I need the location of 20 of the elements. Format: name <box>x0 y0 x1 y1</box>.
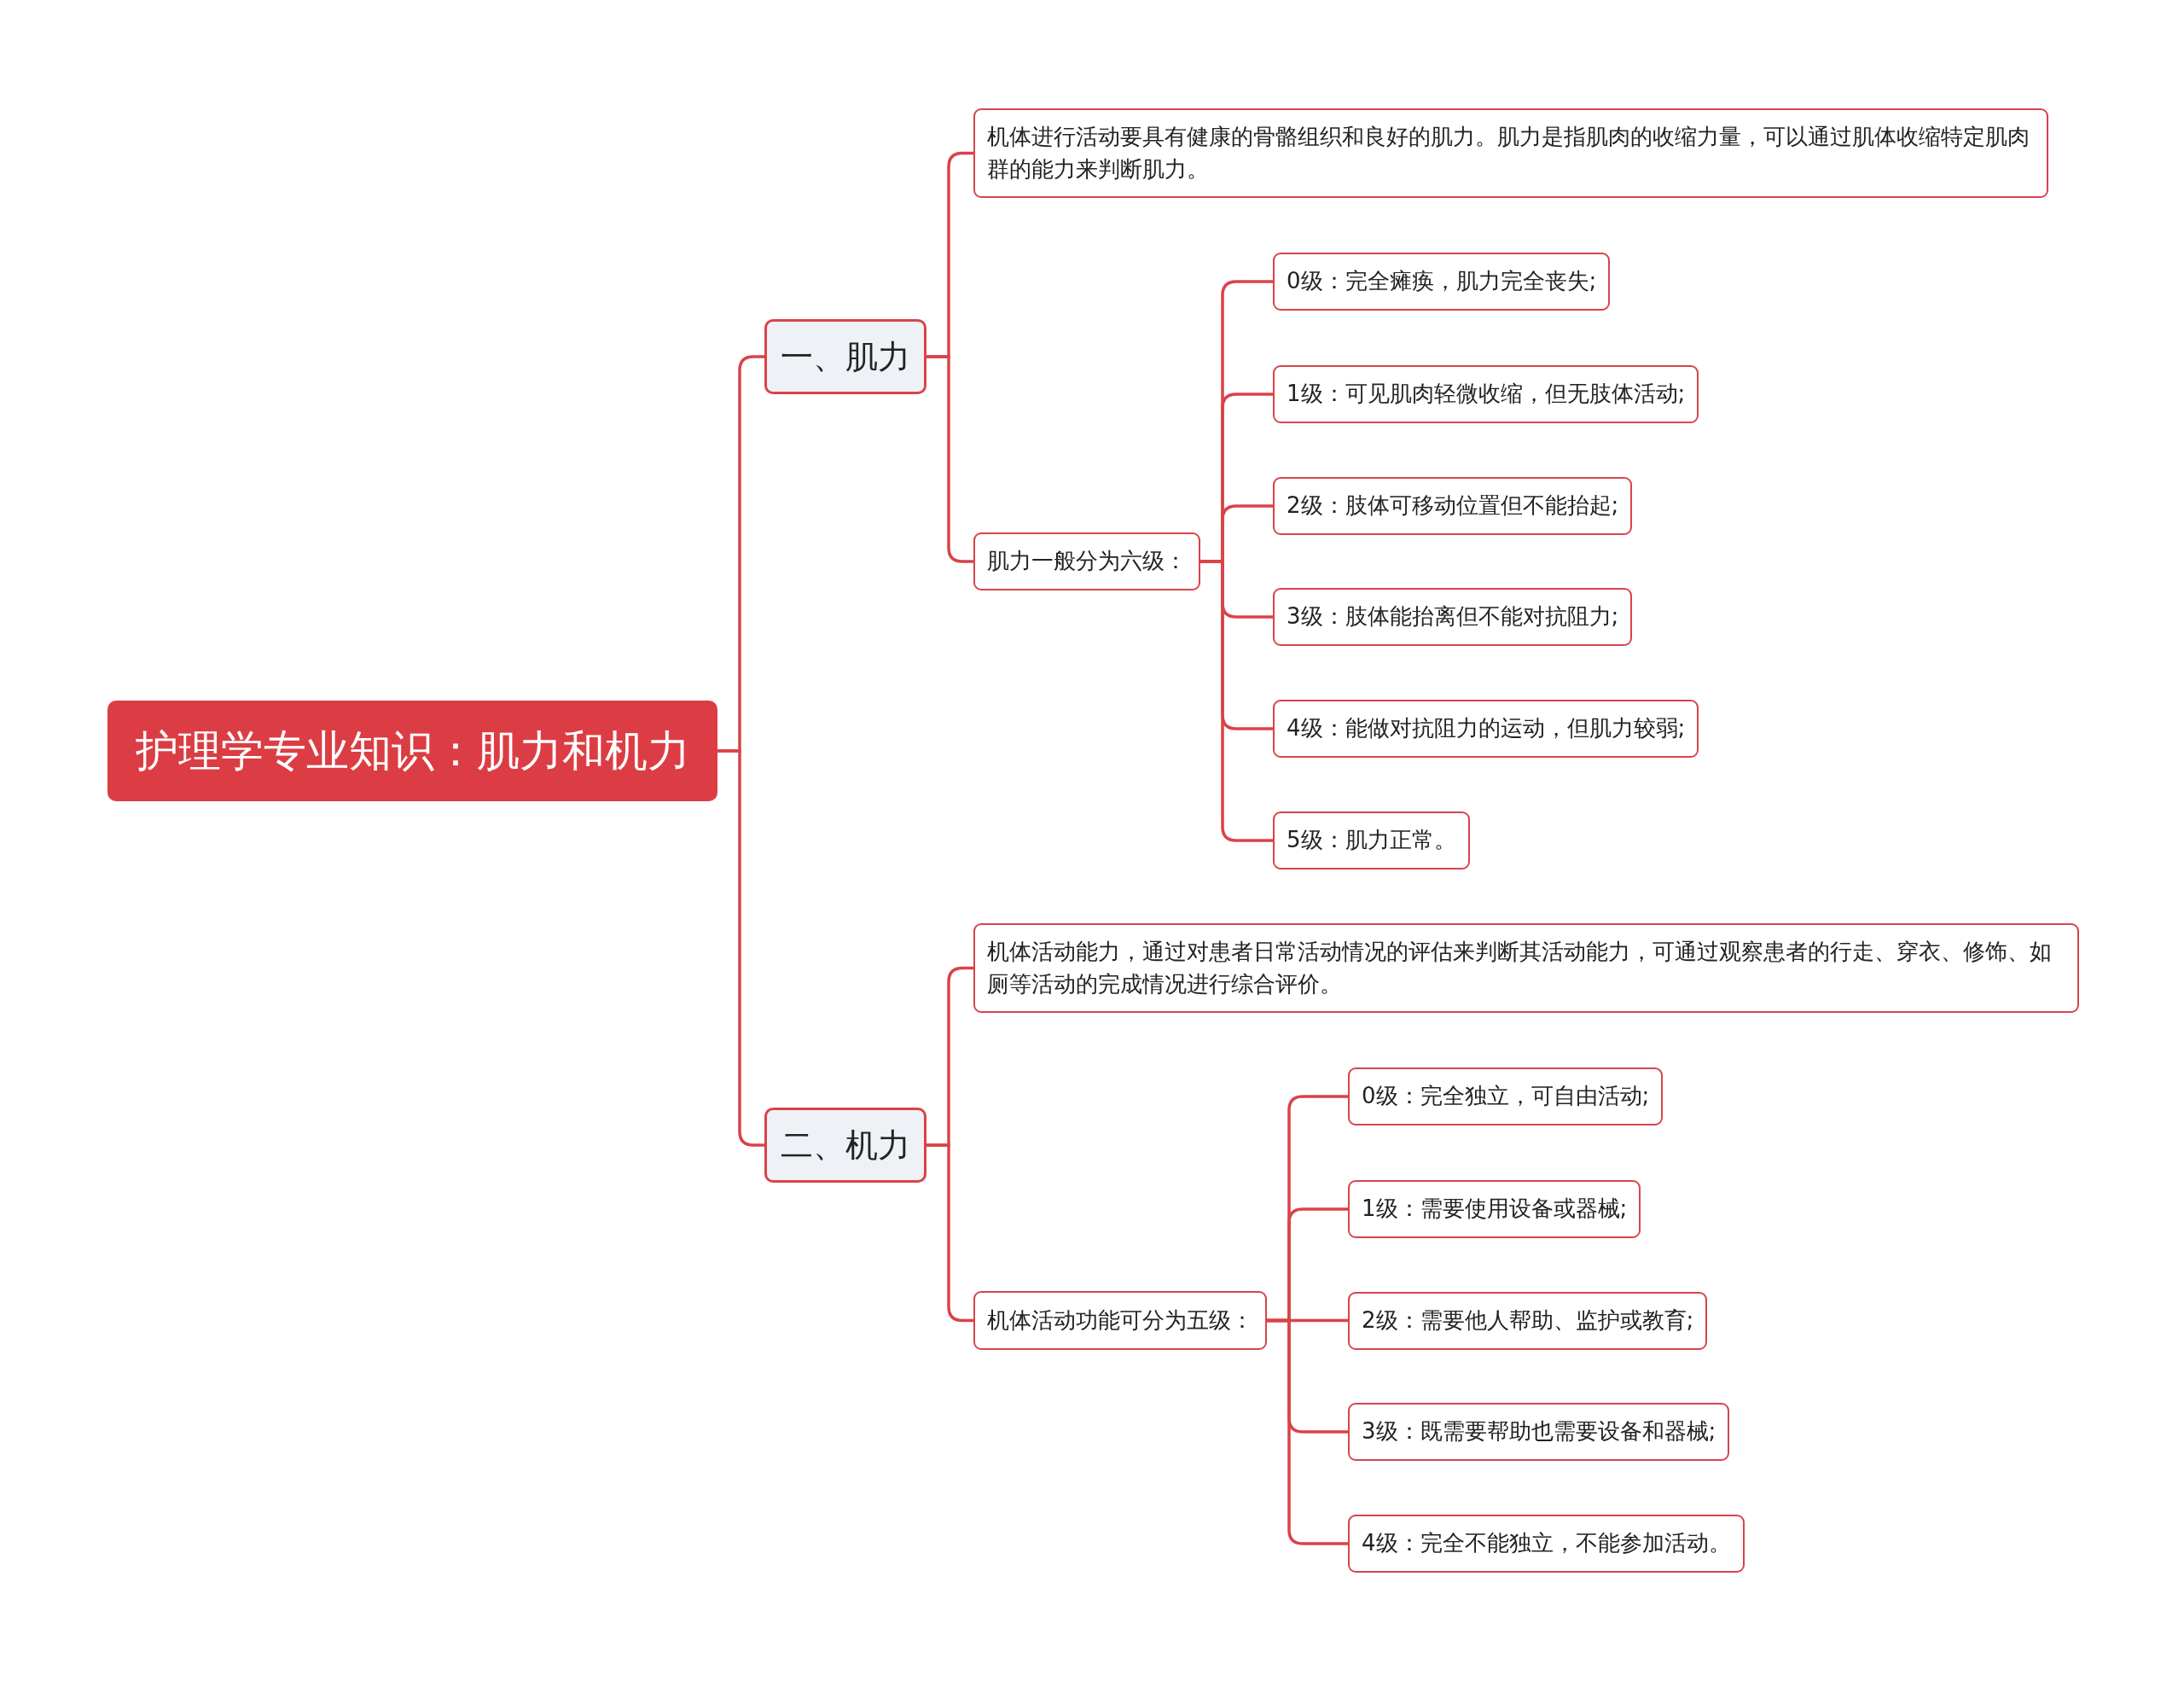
connector-line <box>1267 1318 1348 1545</box>
subtopic-box: 4级：能做对抗阻力的运动，但肌力较弱; <box>1273 700 1699 758</box>
subtopic-box: 机体活动能力，通过对患者日常活动情况的评估来判断其活动能力，可通过观察患者的行走、穿衣、修饰、如厕等活动的完成情况进行综合评价。 <box>973 923 2079 1013</box>
subtopic-box: 1级：可见肌肉轻微收缩，但无肢体活动; <box>1273 365 1699 423</box>
subtopic-box: 1级：需要使用设备或器械; <box>1348 1180 1641 1238</box>
subtopic-box: 3级：既需要帮助也需要设备和器械; <box>1348 1403 1730 1461</box>
subtopic-box: 机体进行活动要具有健康的骨骼组织和良好的肌力。肌力是指肌肉的收缩力量，可以通过肌体收缩特定肌肉群的能力来判断肌力。 <box>973 108 2048 198</box>
root-topic: 护理学专业知识：肌力和机力 <box>107 701 717 801</box>
subtopic-box: 0级：完全瘫痪，肌力完全丧失; <box>1273 253 1611 311</box>
subtopic-box: 肌力一般分为六级： <box>973 532 1200 590</box>
subtopic-box: 机体活动功能可分为五级： <box>973 1291 1267 1350</box>
subtopic-box: 3级：肢体能抬离但不能对抗阻力; <box>1273 588 1633 646</box>
connector-line <box>1200 560 1273 842</box>
branch-topic: 一、肌力 <box>764 319 926 394</box>
subtopic-box: 2级：需要他人帮助、监护或教育; <box>1348 1292 1708 1350</box>
subtopic-box: 2级：肢体可移动位置但不能抬起; <box>1273 477 1633 535</box>
subtopic-box: 4级：完全不能独立，不能参加活动。 <box>1348 1515 1745 1573</box>
subtopic-box: 0级：完全独立，可自由活动; <box>1348 1067 1664 1126</box>
branch-topic: 二、机力 <box>764 1108 926 1183</box>
subtopic-box: 5级：肌力正常。 <box>1273 811 1470 870</box>
